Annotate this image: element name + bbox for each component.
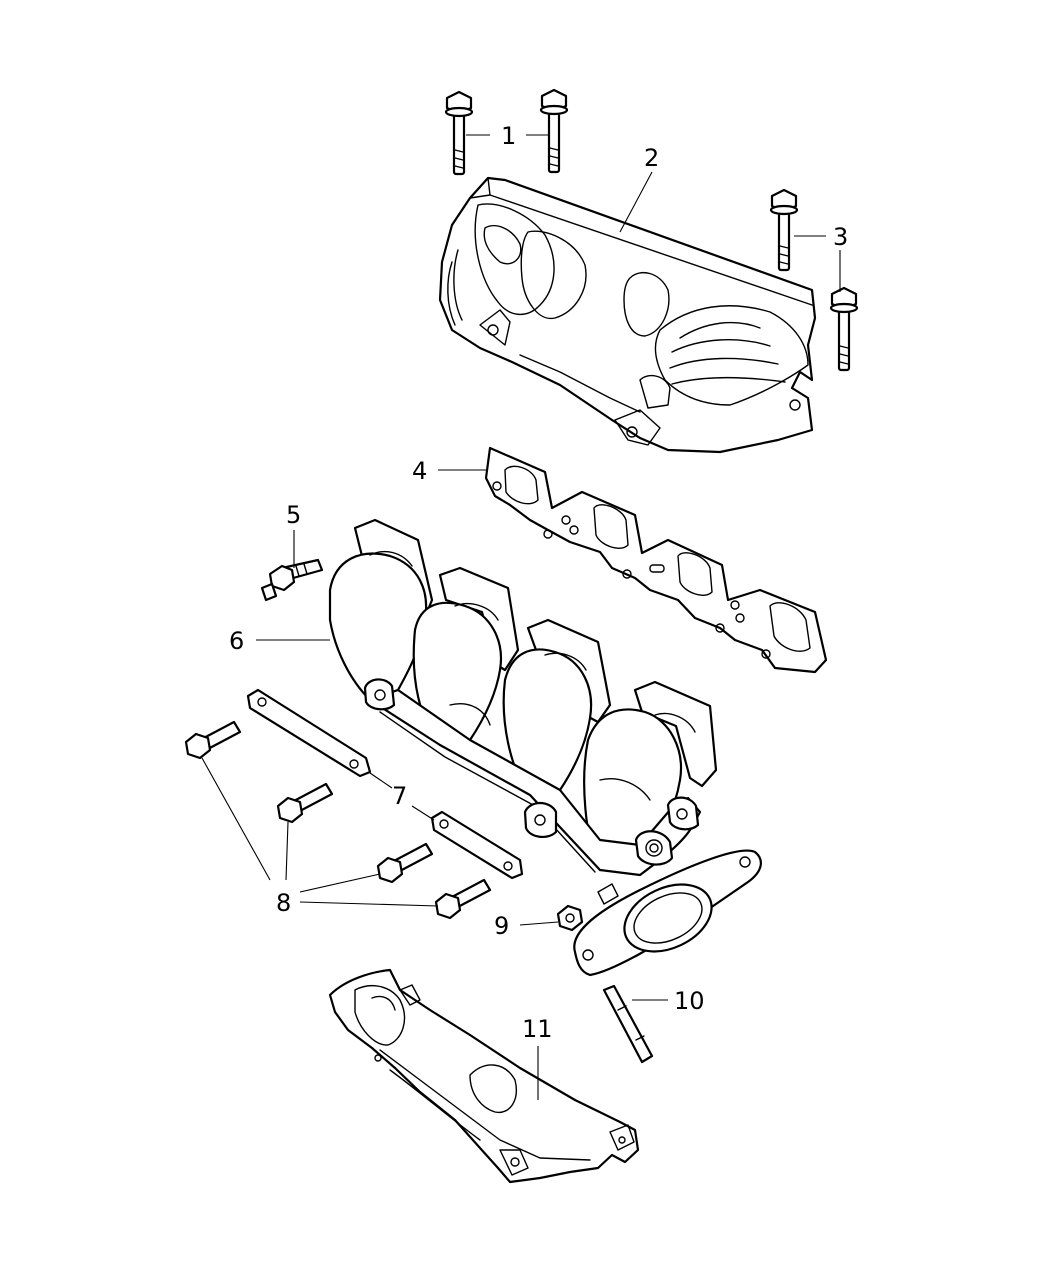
leader-lines [201,134,841,1100]
callout-1: 1 [501,122,516,150]
part-7-plate-lower [430,810,524,880]
callout-6: 6 [229,627,244,655]
part-9-nut [556,904,584,932]
part-4-manifold-gasket [484,446,828,674]
callout-4: 4 [412,457,427,485]
part-11-lower-heat-shield [328,968,640,1184]
callout-7: 7 [392,782,407,810]
callout-labels: 1 2 3 4 5 6 7 8 9 10 11 [229,122,848,1043]
part-8-bolt-1 [184,720,242,760]
part-3-bolt-lower [829,286,859,372]
callout-2: 2 [644,144,659,172]
callout-9: 9 [494,912,509,940]
part-10-stud [602,984,654,1064]
callout-10: 10 [674,987,705,1015]
part-8-bolt-3 [376,842,434,884]
part-8-bolt-2 [276,782,334,824]
callout-5: 5 [286,501,301,529]
part-3-bolt-upper [769,188,799,272]
callout-8: 8 [276,889,291,917]
part-7-plate-upper [246,688,372,778]
part-2-upper-heat-shield [438,176,817,454]
callout-3: 3 [833,223,848,251]
part-6-exhaust-manifold [328,518,762,977]
part-8-bolt-4 [434,878,492,920]
part-1-bolt-left [444,90,474,176]
part-5-stud [260,558,324,602]
part-1-bolt-right [539,88,569,174]
callout-11: 11 [522,1015,553,1043]
